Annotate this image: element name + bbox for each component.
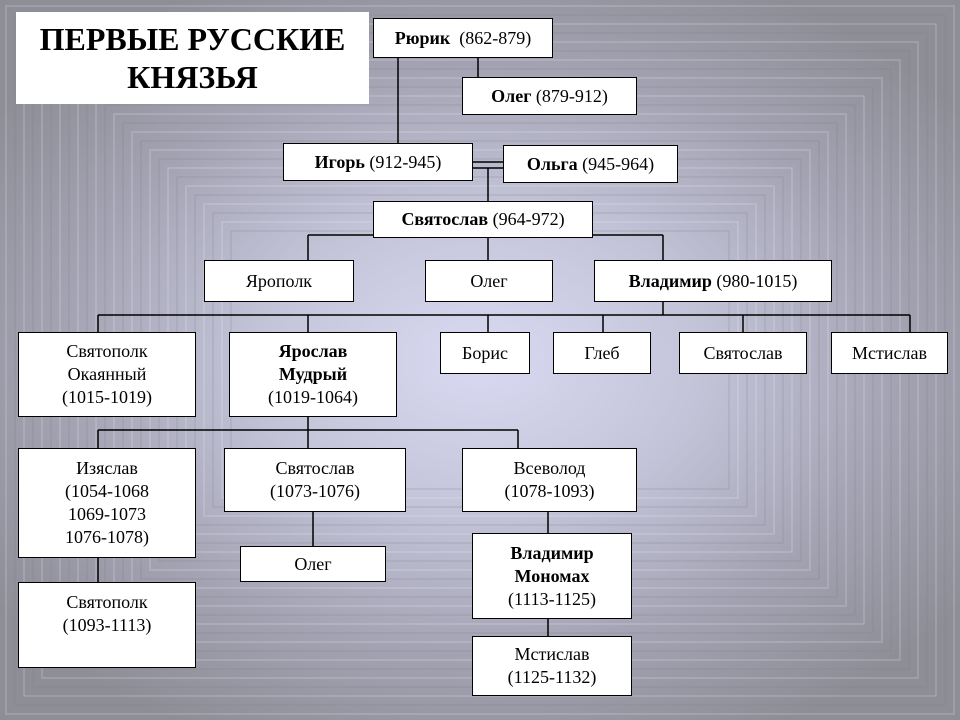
background-frame [5,5,955,715]
node-olga: Ольга (945-964) [503,145,678,183]
node-mstislav-1: Мстислав [831,332,948,374]
node-years: (1125-1132) [507,667,597,687]
node-name: Ольга [526,153,578,174]
node-name-line-1: Ярослав [278,341,348,361]
node-years: (980-1015) [716,270,798,291]
title-line-2: КНЯЗЬЯ [127,59,258,95]
node-name-line-2: Окаянный [67,364,147,384]
node-name: Святослав [275,458,355,478]
node-gleb: Глеб [553,332,651,374]
node-oleg-1: Олег (879-912) [462,77,637,115]
node-years: (945-964) [582,153,655,174]
node-name: Святослав [703,342,783,363]
node-years: (1019-1064) [268,387,358,407]
node-name: Святослав [401,209,489,229]
node-svyatopolk-2: Святополк (1093-1113) [18,582,196,668]
node-years-2: 1069-1073 [68,504,146,524]
node-name: Олег [491,85,532,106]
node-years: (1113-1125) [508,588,596,609]
title-line-1: ПЕРВЫЕ РУССКИЕ [39,21,346,57]
node-years-1: (1054-1068 [65,481,149,501]
node-name: Игорь [314,151,365,172]
node-name: Владимир [628,270,712,291]
node-name: Мстислав [852,342,927,363]
node-name: Изяслав [76,458,138,478]
node-name: Глеб [584,342,620,363]
node-vladimir: Владимир (980-1015) [594,260,832,302]
node-izyaslav: Изяслав (1054-1068 1069-1073 1076-1078) [18,448,196,558]
node-oleg-3: Олег [240,546,386,582]
node-name: Олег [470,270,508,291]
node-name: Святополк [66,592,148,612]
node-years: (862-879) [459,27,532,48]
node-mstislav-2: Мстислав (1125-1132) [472,636,632,696]
node-years: (1093-1113) [62,615,152,635]
node-years: (1015-1019) [62,387,152,407]
node-vladimir-monomakh: Владимир Мономах (1113-1125) [472,533,632,619]
node-name-line-2: Мудрый [278,364,348,384]
node-name-line-1: Владимир [510,542,594,563]
node-years: (912-945) [369,151,442,172]
node-oleg-2: Олег [425,260,553,302]
node-years-3: 1076-1078) [65,527,149,547]
node-name: Рюрик [394,27,451,48]
node-name: Борис [462,342,508,363]
node-name: Мстислав [514,644,590,664]
node-name: Всеволод [513,458,586,478]
node-years: (1073-1076) [270,481,360,501]
node-igor: Игорь (912-945) [283,143,473,181]
node-name: Ярополк [245,270,313,291]
node-svyatoslav-2: Святослав [679,332,807,374]
node-rurik: Рюрик (862-879) [373,18,553,58]
node-yaroslav-mudry: Ярослав Мудрый (1019-1064) [229,332,397,417]
node-vsevolod: Всеволод (1078-1093) [462,448,637,512]
node-boris: Борис [440,332,530,374]
node-years: (1078-1093) [504,481,595,501]
node-years: (964-972) [492,209,565,229]
node-svyatoslav-3: Святослав (1073-1076) [224,448,406,512]
node-name: Олег [294,553,332,574]
node-years: (879-912) [535,85,608,106]
page-title: ПЕРВЫЕ РУССКИЕ КНЯЗЬЯ [16,12,369,104]
node-svyatoslav-1: Святослав (964-972) [373,201,593,238]
node-name-line-2: Мономах [514,565,590,586]
node-name-line-1: Святополк [66,341,148,361]
node-yaropolk: Ярополк [204,260,354,302]
node-svyatopolk-okayanny: Святополк Окаянный (1015-1019) [18,332,196,417]
